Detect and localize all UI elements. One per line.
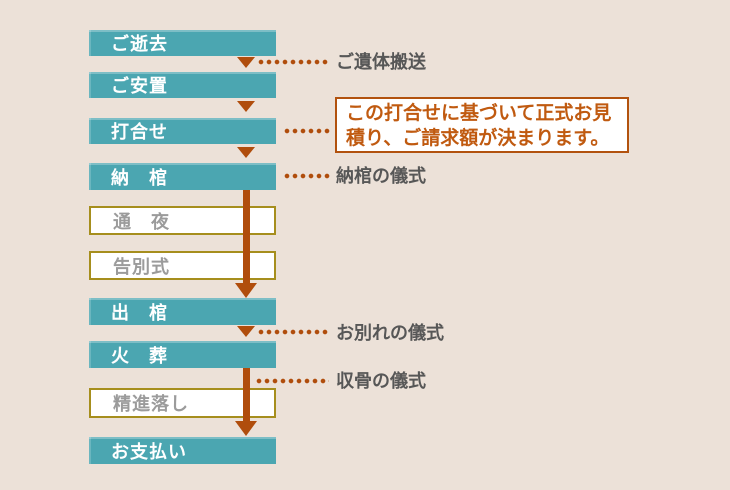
step-nokan: 納 棺 bbox=[89, 163, 276, 190]
callout-line: この打合せに基づいて正式お見 bbox=[346, 103, 612, 124]
flow-arrow-head-icon bbox=[235, 283, 257, 298]
step-label: ご逝去 bbox=[111, 34, 168, 54]
annotation-farewell-ceremony: お別れの儀式 bbox=[336, 323, 444, 343]
step-label: 打合せ bbox=[111, 122, 168, 142]
callout-line: 積り、ご請求額が決まります。 bbox=[346, 128, 610, 149]
annotation-shukotsu-ceremony: 収骨の儀式 bbox=[336, 371, 426, 391]
step-uchiawase: 打合せ bbox=[89, 118, 276, 144]
step-label: 告別式 bbox=[113, 256, 170, 277]
step-goanchi: ご安置 bbox=[89, 72, 276, 98]
estimate-callout-box: この打合せに基づいて正式お見 積り、ご請求額が決まります。 bbox=[335, 97, 629, 153]
annotation-body-transport: ご遺体搬送 bbox=[336, 52, 426, 72]
annotation-nokan-ceremony: 納棺の儀式 bbox=[336, 166, 426, 186]
arrow-down-icon bbox=[237, 57, 255, 68]
step-label: お支払い bbox=[111, 441, 187, 462]
arrow-down-icon bbox=[237, 326, 255, 337]
step-oshiharai: お支払い bbox=[89, 437, 276, 464]
step-label: 通 夜 bbox=[113, 211, 170, 232]
step-label: 精進落し bbox=[113, 394, 189, 414]
arrow-down-icon bbox=[237, 147, 255, 158]
dotted-connector bbox=[257, 329, 329, 335]
flow-arrow-head-icon bbox=[235, 421, 257, 436]
step-label: ご安置 bbox=[111, 76, 168, 96]
dotted-connector bbox=[255, 378, 329, 384]
dotted-connector bbox=[283, 128, 331, 134]
step-label: 火 葬 bbox=[111, 345, 168, 366]
flow-arrow-shaft bbox=[243, 190, 250, 284]
step-label: 出 棺 bbox=[111, 302, 168, 323]
step-shukkan: 出 棺 bbox=[89, 298, 276, 325]
dotted-connector bbox=[257, 59, 329, 65]
flow-arrow-shaft bbox=[243, 368, 250, 422]
step-kaso: 火 葬 bbox=[89, 341, 276, 368]
arrow-down-icon bbox=[237, 101, 255, 112]
step-label: 納 棺 bbox=[111, 167, 168, 188]
step-gosekyo: ご逝去 bbox=[89, 30, 276, 56]
dotted-connector bbox=[283, 173, 331, 179]
